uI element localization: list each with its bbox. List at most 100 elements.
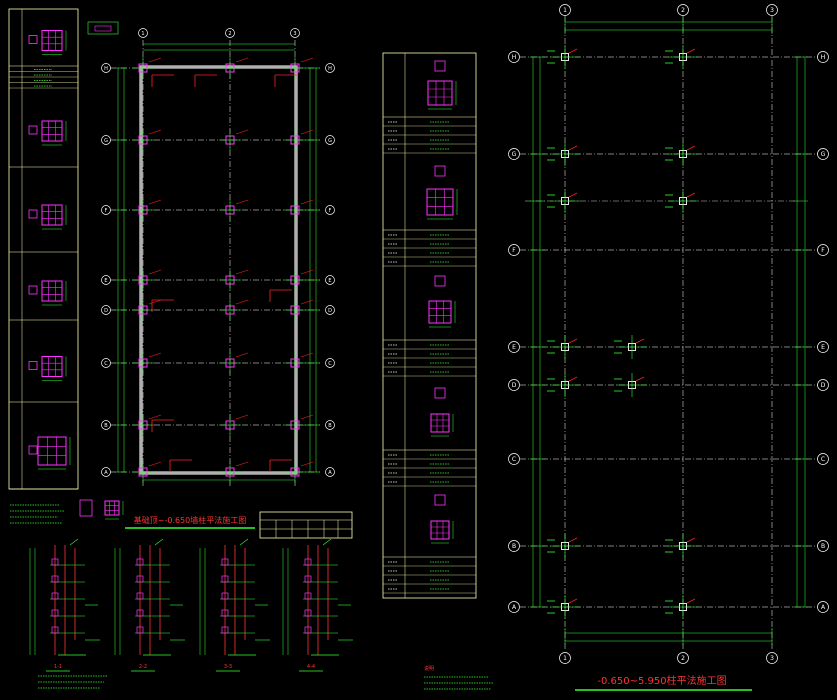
plan-column: [665, 595, 698, 619]
svg-text:B: B: [104, 423, 108, 429]
right-plan-title: -0.650~5.950柱平法施工图: [597, 674, 726, 687]
axis-bubble-row-F: F: [508, 244, 520, 256]
axis-bubble-col-3: 3: [766, 4, 778, 16]
svg-text:3: 3: [770, 7, 774, 14]
svg-text:F: F: [512, 247, 516, 254]
schedule-column-detail: [428, 300, 456, 328]
plan-column: [132, 269, 162, 291]
svg-text:G: G: [104, 138, 108, 144]
axis-bubble-row-F: F: [817, 244, 829, 256]
axis-bubble-row-E: E: [817, 341, 829, 353]
wall-section: 4-4: [282, 538, 353, 672]
plan-column: [547, 595, 580, 619]
section-label: 2-2: [139, 664, 147, 670]
plan-column: [284, 414, 314, 436]
plan-column: [614, 335, 647, 359]
axis-bubble-row-F: F: [101, 205, 111, 215]
axis-bubble-row-G: G: [101, 135, 111, 145]
plan-column: [665, 189, 698, 213]
svg-text:C: C: [512, 456, 516, 463]
axis-bubble-row-C: C: [325, 358, 335, 368]
svg-text:C: C: [821, 456, 825, 463]
plan-column: [219, 352, 249, 374]
plan-column: [284, 299, 314, 321]
notes-block: 说明: [10, 504, 494, 690]
plan-column: [284, 352, 314, 374]
axis-bubble-row-G: G: [325, 135, 335, 145]
axis-bubble-row-B: B: [325, 420, 335, 430]
svg-text:G: G: [821, 151, 826, 158]
axis-bubble-row-B: B: [101, 420, 111, 430]
left-plan-title: 基础顶~-0.650墙柱平法施工图: [134, 515, 247, 525]
svg-text:D: D: [821, 382, 826, 389]
svg-text:G: G: [512, 151, 517, 158]
svg-text:A: A: [104, 470, 108, 476]
plan-column: [547, 189, 580, 213]
svg-text:2: 2: [681, 655, 685, 662]
axis-bubble-col-2: 2: [677, 652, 689, 664]
axis-bubble-col-1: 1: [138, 28, 148, 38]
schedule-column-detail: [426, 188, 458, 220]
axis-bubble-col-1: 1: [559, 652, 571, 664]
left-column-schedule-table: [8, 8, 79, 490]
perimeter-wall: [139, 65, 298, 475]
svg-text:C: C: [104, 361, 108, 367]
axis-bubble-row-G: G: [508, 148, 520, 160]
axis-bubble-row-D: D: [101, 305, 111, 315]
svg-text:A: A: [821, 604, 826, 611]
plan-column: [219, 199, 249, 221]
svg-text:H: H: [512, 54, 517, 61]
axis-bubble-row-C: C: [101, 358, 111, 368]
svg-text:B: B: [328, 423, 332, 429]
schedule-column-detail: [41, 356, 67, 381]
wall-section: 3-3: [199, 538, 270, 672]
schedule-column-detail: [430, 413, 454, 437]
svg-text:A: A: [512, 604, 517, 611]
axis-bubble-row-C: C: [817, 453, 829, 465]
axis-bubble-col-2: 2: [677, 4, 689, 16]
axis-bubble-row-E: E: [325, 275, 335, 285]
schedule-column-detail: [430, 520, 454, 544]
plan-column: [614, 373, 647, 397]
plan-column: [219, 269, 249, 291]
plan-column: [219, 57, 249, 79]
axis-bubble-col-3: 3: [766, 652, 778, 664]
schedule-column-detail: [427, 80, 457, 110]
svg-text:A: A: [328, 470, 332, 476]
svg-text:E: E: [104, 278, 107, 284]
svg-text:H: H: [821, 54, 826, 61]
axis-bubble-col-1: 1: [559, 4, 571, 16]
axis-bubble-row-A: A: [508, 601, 520, 613]
svg-text:B: B: [821, 543, 825, 550]
plan-column: [132, 57, 162, 79]
plan-column: [665, 534, 698, 558]
plan-column: [132, 414, 162, 436]
wall-legend-table: [259, 511, 353, 539]
plan-column: [547, 335, 580, 359]
axis-bubble-row-E: E: [101, 275, 111, 285]
axis-bubble-col-3: 3: [290, 28, 300, 38]
axis-bubble-row-D: D: [508, 379, 520, 391]
plan-column: [219, 461, 249, 483]
axis-bubble-row-F: F: [325, 205, 335, 215]
plan-column: [132, 299, 162, 321]
plan-column: [547, 45, 580, 69]
axis-bubble-row-B: B: [508, 540, 520, 552]
svg-text:D: D: [328, 308, 332, 314]
svg-text:F: F: [821, 247, 825, 254]
schedule-column-detail: [41, 280, 67, 306]
plan-column: [665, 142, 698, 166]
plan-column: [284, 199, 314, 221]
axis-bubble-row-H: H: [508, 51, 520, 63]
middle-column-schedule-table: [382, 52, 477, 599]
svg-text:1: 1: [563, 7, 567, 14]
section-label: 3-3: [224, 664, 232, 670]
svg-text:2: 2: [681, 7, 685, 14]
svg-text:3: 3: [293, 31, 296, 37]
plan-column: [219, 129, 249, 151]
svg-text:1: 1: [141, 31, 144, 37]
plan-column: [284, 269, 314, 291]
svg-text:2: 2: [228, 31, 231, 37]
